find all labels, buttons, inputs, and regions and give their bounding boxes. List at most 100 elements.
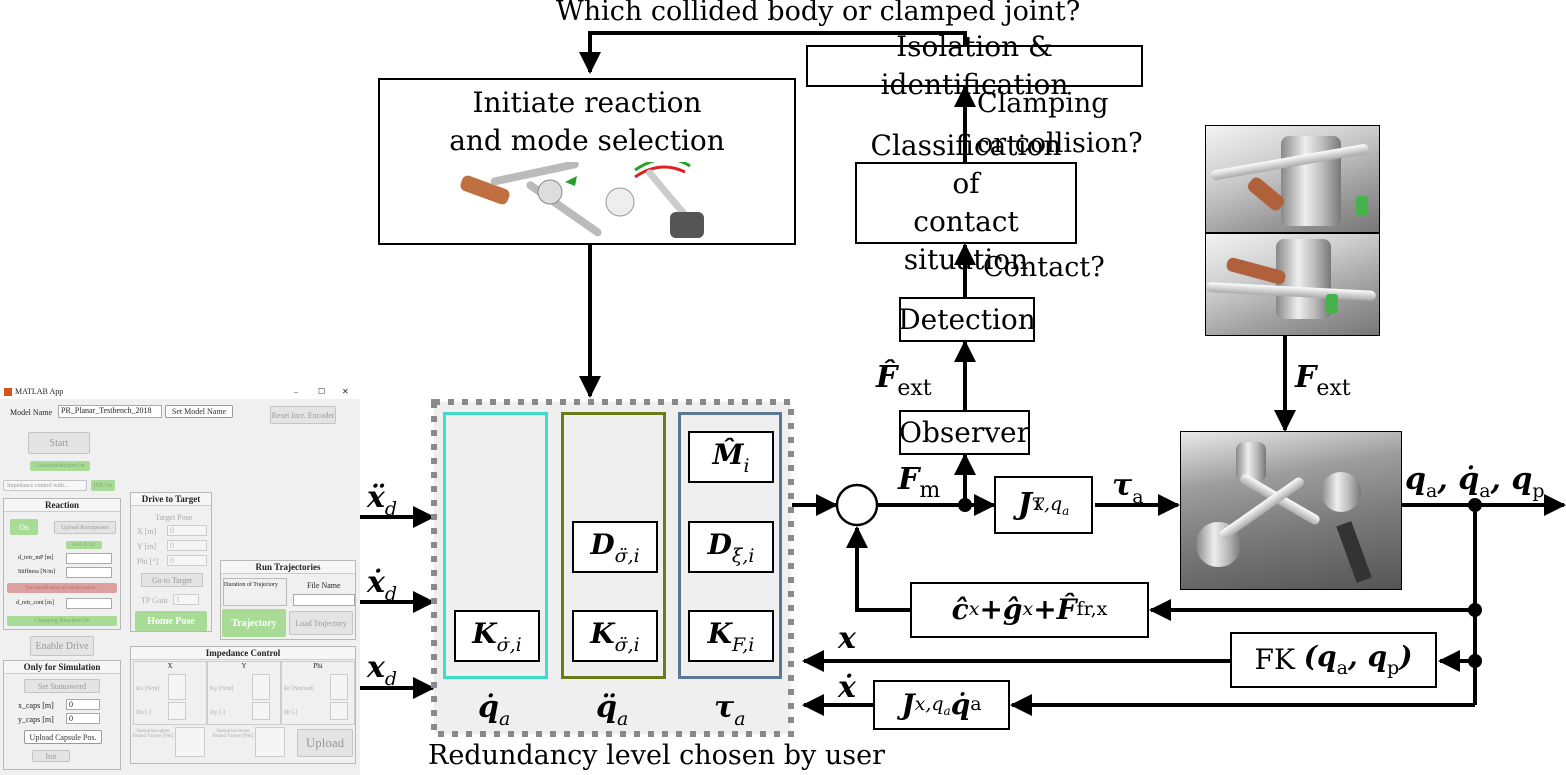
- simulation-panel-title: Only for Simulation: [4, 661, 120, 674]
- contact-question: Contact?: [983, 252, 1105, 283]
- kx-field[interactable]: [168, 674, 186, 700]
- tp-gain-label: TP Gain: [141, 596, 168, 605]
- start-button[interactable]: Start: [28, 432, 90, 454]
- target-y-field[interactable]: 0: [167, 540, 207, 551]
- duration-label: Duration of Trajectory: [224, 582, 278, 588]
- reaction-block: Initiate reaction and mode selection: [378, 78, 796, 245]
- model-name-label: Model Name: [10, 408, 52, 417]
- target-phi-field[interactable]: 0: [167, 555, 207, 566]
- robot-joint: [537, 179, 563, 205]
- classification-line-2: contact situation: [903, 205, 1029, 276]
- prev-x-button[interactable]: Prev-X On: [66, 541, 102, 549]
- sat-lower-label: Saturation lower Bound Torque [Nm]: [212, 729, 254, 739]
- maximize-icon[interactable]: ☐: [318, 387, 326, 396]
- impedance-col-x-title: X: [167, 662, 173, 670]
- robot-link-1: [490, 162, 579, 186]
- model-name-field[interactable]: PR_Planar_Testbench_2018: [58, 405, 162, 418]
- impedance-col-y-title: Y: [241, 662, 247, 670]
- close-icon[interactable]: ✕: [342, 387, 349, 396]
- tp-gain-field[interactable]: 1: [173, 594, 199, 605]
- enable-drive-button[interactable]: Enable Drive: [30, 636, 94, 656]
- stiffness-field[interactable]: [66, 567, 112, 578]
- summation-node: [835, 483, 879, 527]
- reaction-line-1: Initiate reaction: [472, 86, 702, 119]
- column-acceleration-label: q̈a: [596, 690, 629, 730]
- stiffness-label: Stiffness [N/m]: [18, 569, 56, 575]
- load-trajectory-button[interactable]: Load Trajectory: [289, 611, 353, 635]
- k-sigma-dot-block: Kσ̇,i: [454, 610, 540, 662]
- column-acceleration: [561, 412, 666, 679]
- tau-a-label: τa: [1112, 468, 1144, 508]
- init-button[interactable]: Init: [32, 750, 70, 762]
- sat-upper-label: Saturation upper Bound Torque [Nm]: [132, 729, 174, 739]
- d-retr-cont-label: d_retr_cont [m]: [16, 600, 54, 606]
- dt-field[interactable]: [330, 702, 348, 720]
- classification-block: Classification of contact situation: [855, 129, 1077, 276]
- reset-encoder-button[interactable]: Reset Incr. Encoder: [270, 406, 336, 424]
- target-x-field[interactable]: 0: [167, 525, 207, 536]
- matlab-app-window: MATLAB App – ☐ ✕ Model Name PR_Planar_Te…: [0, 384, 360, 775]
- ide-on-button[interactable]: IDE On: [91, 480, 115, 491]
- impedance-col-y: Y Ky [N/m] Dy [-]: [207, 661, 281, 725]
- impedance-select[interactable]: Impedance control with...: [3, 480, 87, 491]
- robot-link-2: [526, 181, 602, 237]
- junction-fk: [1468, 654, 1482, 668]
- y-caps-label: y_caps [m]: [18, 715, 54, 724]
- kt-label: Kt [Nm/rad]: [284, 686, 314, 692]
- kx-label: Kx [N/m]: [136, 686, 160, 692]
- file-name-field[interactable]: [293, 594, 355, 606]
- d-xi-block: Dξ,i: [688, 521, 774, 573]
- fext-label: Fext: [1295, 360, 1351, 401]
- sat-lower-field[interactable]: [255, 727, 285, 757]
- contact-detection-button[interactable]: Contactdetection On: [30, 461, 90, 471]
- sat-upper-field[interactable]: [175, 727, 205, 757]
- home-pose-button[interactable]: Home Pose: [135, 611, 207, 631]
- d-retr-mp-field[interactable]: [66, 553, 112, 564]
- red-arrow: [634, 165, 686, 179]
- x-caps-label: x_caps [m]: [18, 701, 54, 710]
- clamping-question-2: or collision?: [977, 128, 1143, 159]
- upload-capsule-button[interactable]: Upload Capsule Pos.: [24, 730, 102, 744]
- matlab-logo-icon: [4, 387, 12, 396]
- column-velocity-label: q̇a: [478, 690, 511, 730]
- clamping-reaction-button[interactable]: Clamping Reaction On: [7, 616, 117, 626]
- x-feedback-label: x: [838, 621, 856, 656]
- k-sigma-ddot-block: Kσ̈,i: [572, 610, 658, 662]
- reaction-line-2: and mode selection: [449, 123, 725, 157]
- ky-field[interactable]: [252, 674, 270, 700]
- go-to-target-button[interactable]: Go to Target: [141, 573, 203, 587]
- reaction-on-button[interactable]: On: [10, 519, 38, 535]
- target-pose-label: Target Pose: [155, 513, 193, 522]
- dy-field[interactable]: [252, 702, 270, 720]
- contact-photo-bottom: [1205, 233, 1380, 336]
- dx-label: Dx [-]: [136, 710, 151, 716]
- dx-field[interactable]: [168, 702, 186, 720]
- set-statusword-button[interactable]: Set Statusword: [24, 679, 100, 693]
- column-torque: [678, 412, 782, 679]
- reaction-panel-title: Reaction: [4, 499, 120, 512]
- robot-photo: [1180, 431, 1402, 590]
- x-caps-field[interactable]: 0: [66, 699, 100, 710]
- file-name-label: File Name: [307, 581, 341, 590]
- set-model-name-button[interactable]: Set Model Name: [165, 405, 233, 418]
- m-hat-block: M̂i: [688, 431, 774, 483]
- app-title-bar: MATLAB App – ☐ ✕: [0, 384, 360, 399]
- drive-panel-title: Drive to Target: [131, 493, 211, 506]
- d-retr-cont-field[interactable]: [66, 598, 112, 609]
- y-caps-field[interactable]: 0: [66, 713, 100, 724]
- impedance-upload-button[interactable]: Upload: [297, 729, 353, 757]
- app-title: MATLAB App: [15, 387, 64, 396]
- column-torque-label: τa: [714, 690, 746, 730]
- kt-field[interactable]: [330, 674, 348, 700]
- impedance-col-phi: Phi Kt [Nm/rad] Dt [-]: [281, 661, 355, 725]
- identification-button[interactable]: The identification of contact points...: [7, 583, 117, 593]
- simulation-panel: Only for Simulation Set Statusword x_cap…: [3, 660, 121, 770]
- input-xd-label: xd: [367, 650, 398, 690]
- classification-line-1: Classification of: [870, 129, 1062, 201]
- upload-reactparam-button[interactable]: Upload Reactparam: [54, 521, 116, 534]
- target-y-label: Y [m]: [137, 542, 157, 551]
- minimize-icon[interactable]: –: [294, 387, 298, 396]
- trajectory-button[interactable]: Trajectory: [222, 609, 286, 637]
- fm-label: Fm: [898, 462, 941, 503]
